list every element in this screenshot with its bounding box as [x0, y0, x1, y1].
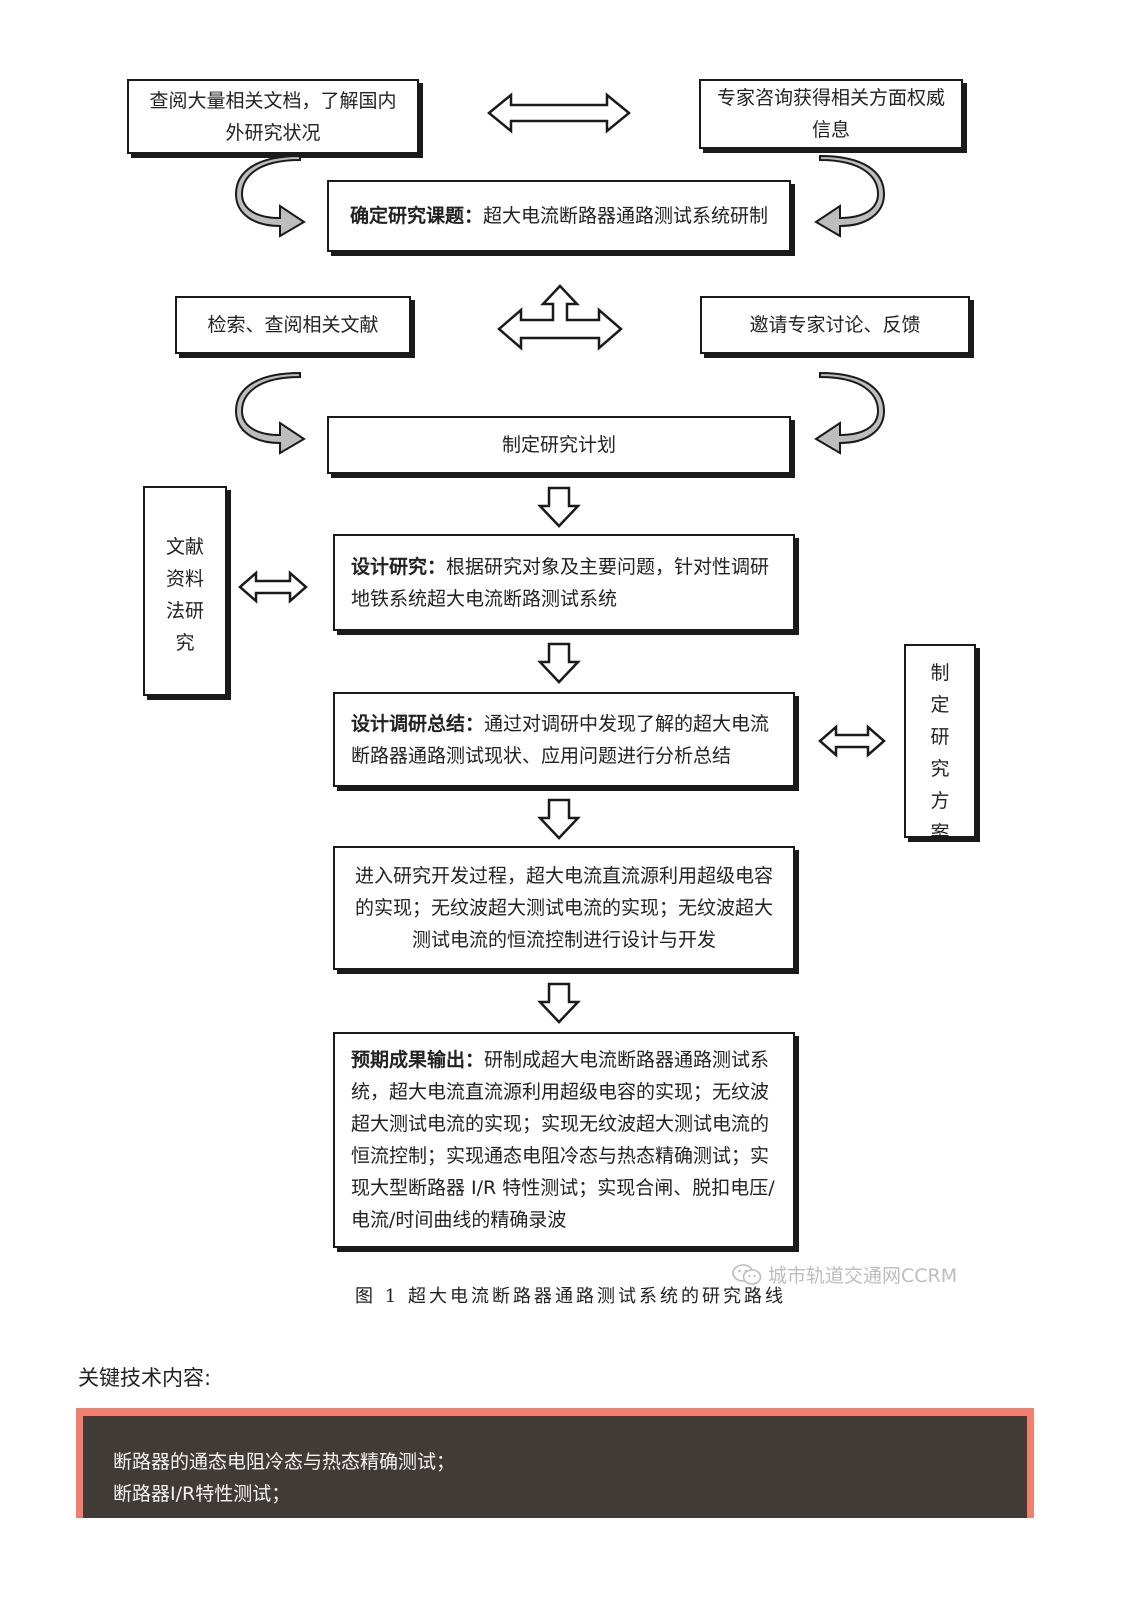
box-literature-survey: 查阅大量相关文档，了解国内外研究状况 — [127, 79, 419, 154]
section-heading: 关键技术内容: — [78, 1366, 212, 1390]
box-design-summary: 设计调研总结：通过对调研中发现了解的超大电流断路器通路测试现状、应用问题进行分析… — [333, 692, 795, 787]
curved-arrow-right-icon — [234, 371, 306, 455]
design-text: 根据研究对象及主要问题，针对性调研地铁系统超大电流断路测试系统 — [351, 555, 770, 610]
side-right-char-1: 制 — [930, 662, 950, 684]
side-left-line-3: 法研 — [165, 600, 204, 622]
output-text: 研制成超大电流断路器通路测试系统，超大电流直流源利用超级电容的实现；无纹波超大测… — [351, 1049, 775, 1231]
down-arrow-icon — [537, 982, 581, 1024]
curved-arrow-right-icon — [234, 154, 306, 238]
side-box-research-scheme: 制 定 研 究 方 案 — [904, 644, 976, 838]
double-arrow-icon — [238, 570, 308, 604]
down-arrow-icon — [537, 798, 581, 840]
side-left-line-4: 究 — [175, 632, 195, 654]
side-right-char-5: 方 — [930, 790, 950, 812]
box-research-plan: 制定研究计划 — [327, 416, 791, 474]
watermark-text: 城市轨道交通网CCRM — [768, 1265, 958, 1287]
box-development: 进入研究开发过程，超大电流直流源利用超级电容的实现；无纹波超大测试电流的实现；无… — [333, 846, 795, 970]
watermark: 城市轨道交通网CCRM — [732, 1261, 957, 1288]
box-design-research: 设计研究：根据研究对象及主要问题，针对性调研地铁系统超大电流断路测试系统 — [333, 534, 795, 631]
box-expert-consult: 专家咨询获得相关方面权威信息 — [699, 79, 963, 149]
side-left-line-1: 文献 — [165, 536, 204, 558]
key-tech-item: 断路器的通态电阻冷态与热态精确测试； — [113, 1451, 456, 1473]
wechat-icon — [732, 1263, 762, 1285]
output-label: 预期成果输出： — [351, 1049, 485, 1071]
design-label: 设计研究： — [351, 555, 447, 578]
double-arrow-icon — [487, 92, 631, 134]
box-invite-experts: 邀请专家讨论、反馈 — [700, 296, 970, 354]
side-right-char-2: 定 — [930, 694, 950, 716]
box-invite-experts-text: 邀请专家讨论、反馈 — [749, 314, 921, 336]
triple-arrow-icon — [497, 284, 623, 351]
side-right-char-6: 案 — [930, 822, 950, 838]
down-arrow-icon — [537, 642, 581, 684]
box-development-text: 进入研究开发过程，超大电流直流源利用超级电容的实现；无纹波超大测试电流的实现；无… — [354, 865, 773, 951]
topic-text: 超大电流断路器通路测试系统研制 — [483, 205, 769, 227]
summary-label: 设计调研总结： — [351, 712, 485, 735]
side-box-literature-method: 文献 资料 法研 究 — [143, 486, 227, 696]
box-expected-output: 预期成果输出：研制成超大电流断路器通路测试系统，超大电流直流源利用超级电容的实现… — [333, 1032, 795, 1248]
curved-arrow-left-icon — [814, 371, 886, 455]
box-literature-survey-text: 查阅大量相关文档，了解国内外研究状况 — [149, 89, 397, 144]
box-research-topic: 确定研究课题：超大电流断路器通路测试系统研制 — [327, 180, 791, 252]
summary-text: 通过对调研中发现了解的超大电流断路器通路测试现状、应用问题进行分析总结 — [351, 712, 770, 767]
curved-arrow-left-icon — [814, 154, 886, 238]
side-right-char-4: 究 — [930, 758, 950, 780]
box-search-docs: 检索、查阅相关文献 — [175, 296, 411, 354]
down-arrow-icon — [537, 486, 581, 528]
side-left-line-2: 资料 — [165, 568, 204, 590]
side-right-char-3: 研 — [930, 726, 950, 748]
box-expert-consult-text: 专家咨询获得相关方面权威信息 — [716, 87, 945, 141]
key-tech-panel: 断路器的通态电阻冷态与热态精确测试； 断路器I/R特性测试； — [76, 1408, 1034, 1518]
box-research-plan-text: 制定研究计划 — [501, 434, 616, 456]
key-tech-panel-body: 断路器的通态电阻冷态与热态精确测试； 断路器I/R特性测试； — [83, 1416, 1027, 1518]
topic-label: 确定研究课题： — [349, 205, 483, 227]
double-arrow-icon — [818, 724, 886, 758]
key-tech-item: 断路器I/R特性测试； — [113, 1483, 291, 1505]
box-search-docs-text: 检索、查阅相关文献 — [207, 314, 379, 336]
figure-caption: 图 1 超大电流断路器通路测试系统的研究路线 — [355, 1286, 786, 1307]
